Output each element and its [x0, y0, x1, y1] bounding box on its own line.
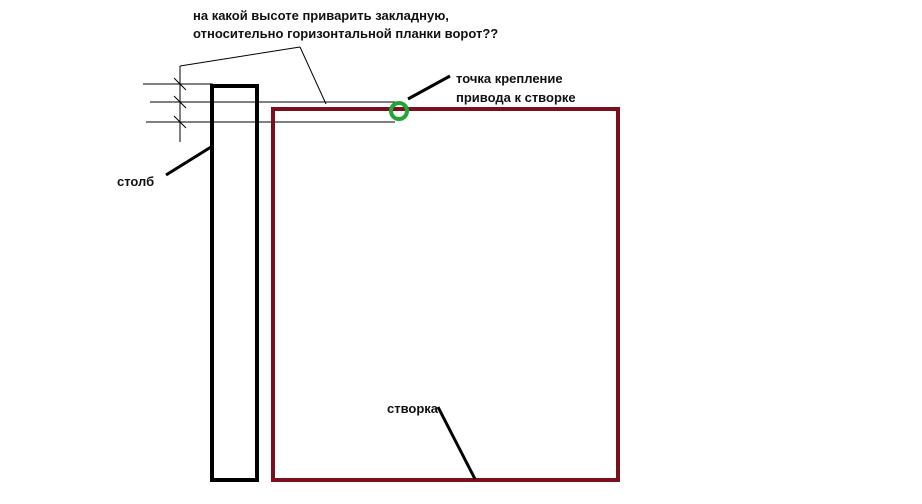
post-label: столб [117, 174, 155, 189]
question-leader-line [179, 46, 301, 67]
question-leader-line [299, 46, 327, 105]
attachment-point-label-line1: точка крепление [456, 71, 563, 86]
dimension-tick [173, 115, 187, 129]
leaf-pointer-line [436, 406, 477, 480]
attachment-point-label-line2: привода к створке [456, 90, 576, 105]
leaf-rectangle [271, 107, 620, 482]
dimension-tick [173, 95, 187, 109]
attachment-pointer-line [407, 74, 451, 101]
post-rectangle [210, 84, 259, 482]
question-text-line1: на какой высоте приварить закладную, [193, 8, 449, 23]
leaf-label: створка [387, 401, 439, 416]
dimension-tick [173, 77, 187, 91]
question-text-line2: относительно горизонтальной планки ворот… [193, 26, 499, 41]
attachment-point-marker [389, 101, 409, 121]
post-pointer-line [165, 145, 212, 177]
